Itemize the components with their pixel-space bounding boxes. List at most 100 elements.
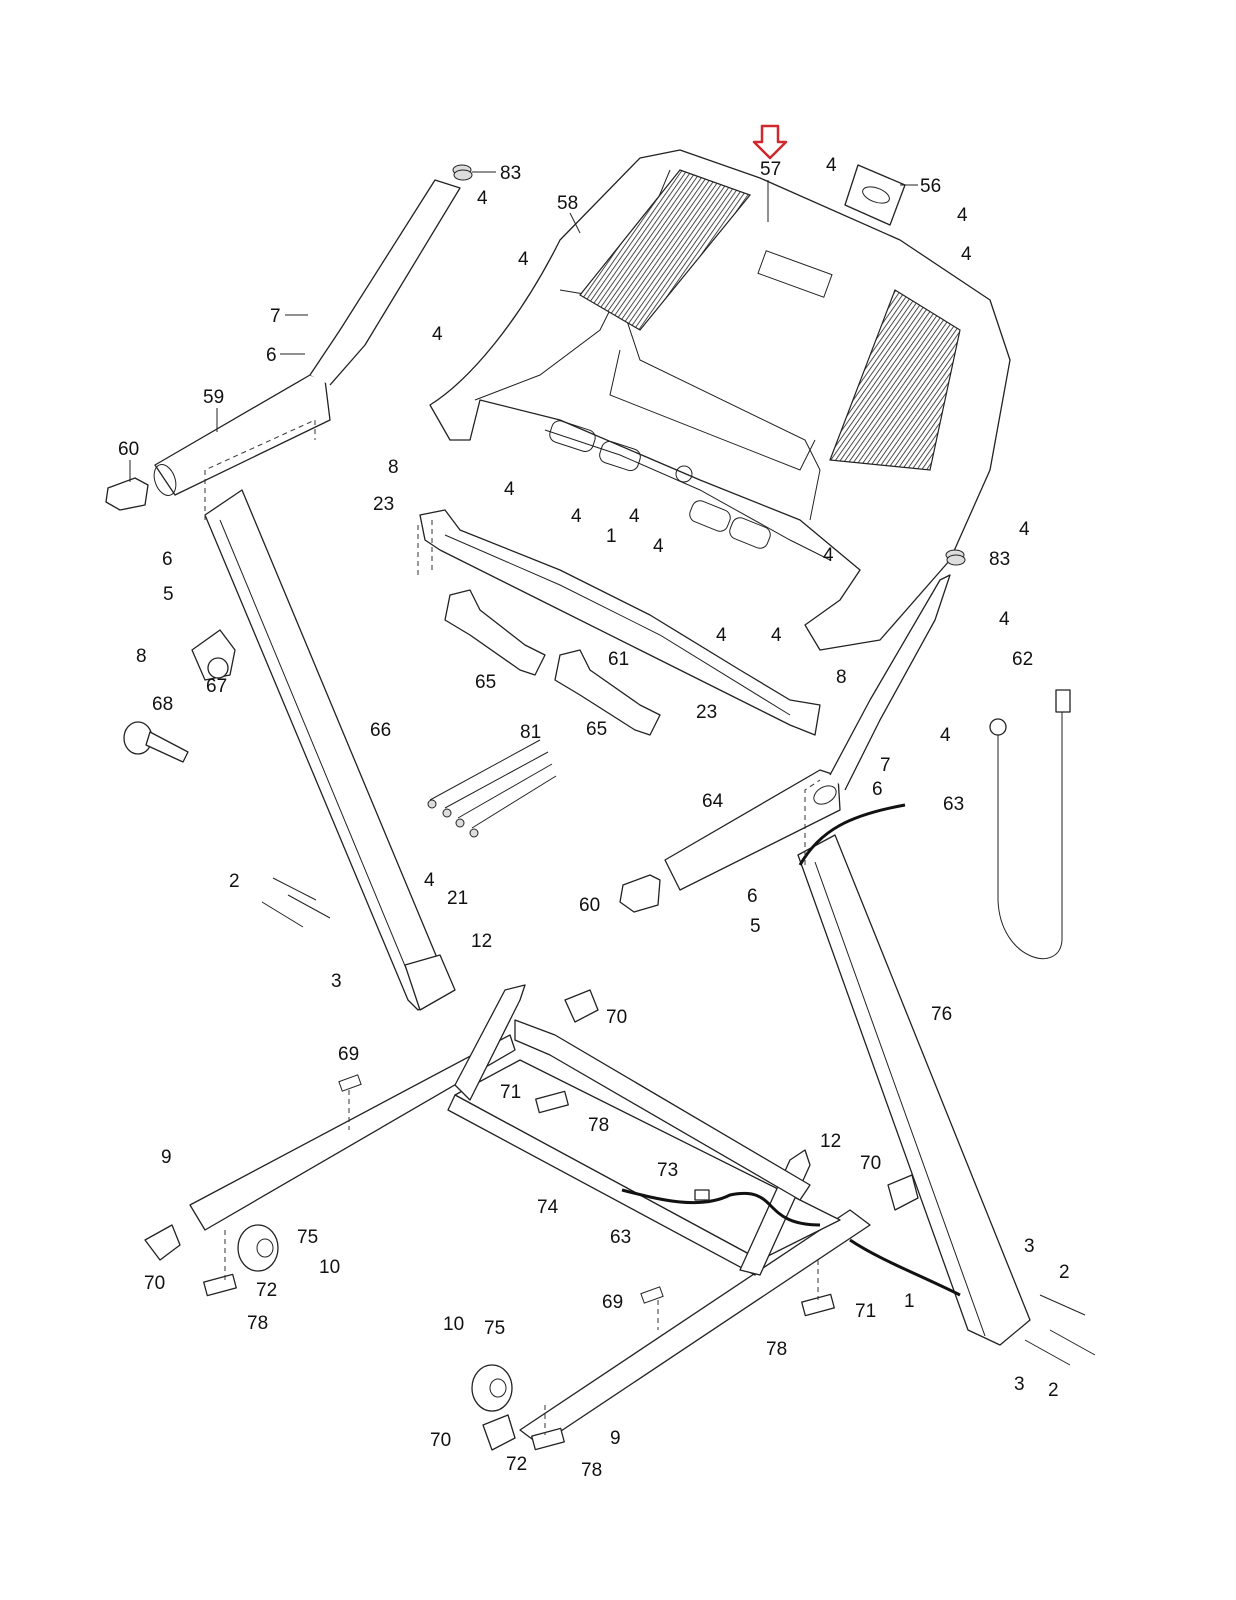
wire-harness-1: [849, 1238, 961, 1297]
callout-21: 21: [447, 888, 468, 909]
cable-set-81: [427, 739, 557, 838]
callout-68: 68: [152, 694, 173, 715]
assembly-lines: [204, 419, 821, 1435]
grip-65-left: [444, 589, 546, 676]
end-caps-70: [144, 989, 919, 1451]
callout-7: 7: [880, 755, 891, 776]
callout-69: 69: [338, 1044, 359, 1065]
callout-2: 2: [229, 871, 240, 892]
wire-harness-63-lower: [621, 1188, 821, 1227]
callout-78: 78: [247, 1313, 268, 1334]
callout-70: 70: [860, 1153, 881, 1174]
callouts: 57 83 4 58 4 56 4 4 4 7 4 6 59 60 8 23 4…: [118, 155, 1070, 1481]
callout-64: 64: [702, 791, 724, 812]
callout-72: 72: [506, 1454, 527, 1475]
callout-12: 12: [471, 931, 492, 952]
callout-4: 4: [940, 725, 951, 746]
grommet-83-right: [945, 549, 966, 566]
callout-83: 83: [989, 549, 1010, 570]
callout-4: 4: [957, 205, 968, 226]
callout-4: 4: [1019, 519, 1030, 540]
callout-6: 6: [162, 549, 173, 570]
callout-8: 8: [836, 667, 847, 688]
callout-3: 3: [1014, 1374, 1025, 1395]
callout-57: 57: [760, 159, 781, 180]
upright-left-66: [204, 489, 456, 1011]
upright-right-76: [797, 834, 1031, 1346]
callout-10: 10: [319, 1257, 340, 1278]
highlight-arrow-icon: [752, 124, 788, 160]
console-display-57: [579, 169, 961, 471]
callout-9: 9: [610, 1428, 621, 1449]
callout-4: 4: [504, 479, 515, 500]
callout-83: 83: [500, 163, 521, 184]
callout-6: 6: [266, 345, 277, 366]
callout-72: 72: [256, 1280, 277, 1301]
callout-2: 2: [1048, 1380, 1059, 1401]
callout-4: 4: [716, 625, 727, 646]
callout-4: 4: [961, 244, 972, 265]
callout-81: 81: [520, 722, 541, 743]
knob-68: [123, 721, 189, 763]
callout-73: 73: [657, 1160, 678, 1181]
callout-4: 4: [424, 870, 435, 891]
bolts-2: [261, 877, 1096, 1366]
callout-5: 5: [163, 584, 174, 605]
callout-4: 4: [999, 609, 1010, 630]
callout-67: 67: [206, 676, 227, 697]
callout-4: 4: [653, 536, 664, 557]
callout-4: 4: [826, 155, 837, 176]
callout-2: 2: [1059, 1262, 1070, 1283]
callout-71: 71: [855, 1301, 876, 1322]
callout-4: 4: [771, 625, 782, 646]
callout-1: 1: [606, 526, 617, 547]
callout-78: 78: [588, 1115, 609, 1136]
callout-6: 6: [872, 779, 883, 800]
callout-4: 4: [518, 249, 529, 270]
foot-pads: [203, 1074, 835, 1451]
callout-8: 8: [388, 457, 399, 478]
callout-9: 9: [161, 1147, 172, 1168]
callout-61: 61: [608, 649, 629, 670]
base-frame-74: [189, 984, 871, 1446]
wheel-75-right: [471, 1364, 513, 1412]
callout-70: 70: [144, 1273, 165, 1294]
console-housing-58: [429, 149, 1011, 651]
end-cap-60-right: [619, 874, 661, 913]
callout-3: 3: [1024, 1236, 1035, 1257]
callout-60: 60: [579, 895, 600, 916]
callout-23: 23: [696, 702, 717, 723]
callout-78: 78: [766, 1339, 787, 1360]
connector-73: [694, 1189, 710, 1201]
callout-63: 63: [610, 1227, 631, 1248]
crossbar-61: [419, 509, 821, 736]
callout-75: 75: [484, 1318, 505, 1339]
callout-4: 4: [477, 188, 488, 209]
callout-62: 62: [1012, 649, 1033, 670]
callout-4: 4: [629, 506, 640, 527]
callout-70: 70: [606, 1007, 627, 1028]
callout-58: 58: [557, 193, 578, 214]
callout-75: 75: [297, 1227, 318, 1248]
handrail-right-64: [664, 574, 951, 891]
callout-74: 74: [537, 1197, 559, 1218]
grip-65-right: [554, 649, 661, 736]
callout-4: 4: [432, 324, 443, 345]
safety-key-62: [989, 689, 1071, 959]
callout-3: 3: [331, 971, 342, 992]
handrail-left-59: [153, 179, 461, 496]
callout-23: 23: [373, 494, 394, 515]
callout-63: 63: [943, 794, 964, 815]
callout-78: 78: [581, 1460, 602, 1481]
callout-76: 76: [931, 1004, 952, 1025]
callout-59: 59: [203, 387, 224, 408]
callout-60: 60: [118, 439, 139, 460]
callout-56: 56: [920, 176, 941, 197]
callout-8: 8: [136, 646, 147, 667]
callout-12: 12: [820, 1131, 841, 1152]
grommet-83-left: [452, 164, 473, 181]
callout-1: 1: [904, 1291, 915, 1312]
pivot-bracket-67: [191, 629, 236, 681]
callout-65: 65: [475, 672, 496, 693]
